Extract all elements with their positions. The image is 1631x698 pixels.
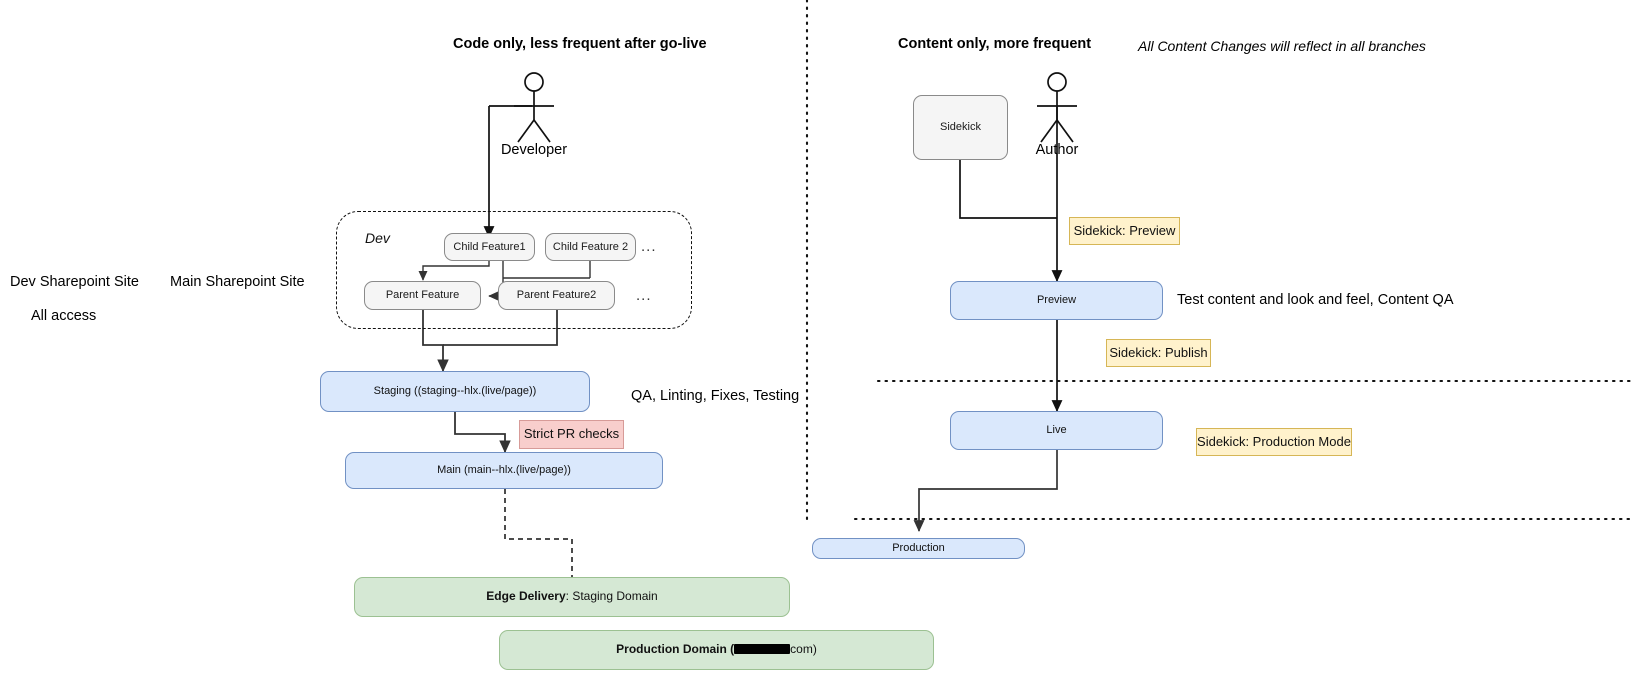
annotation-qa-linting: QA, Linting, Fixes, Testing <box>631 388 800 404</box>
node-live-branch[interactable]: Live <box>950 411 1163 450</box>
annotation-sidekick-preview: Sidekick: Preview <box>1069 217 1180 245</box>
ellipsis-child-features: ... <box>641 238 657 255</box>
production-domain-mid-label: Domain ( <box>679 642 735 657</box>
node-staging-branch[interactable]: Staging ((staging--hlx.(live/page)) <box>320 371 590 412</box>
edge-delivery-rest-label: : Staging Domain <box>565 589 658 604</box>
label-main-sharepoint-site: Main Sharepoint Site <box>170 274 305 290</box>
edge-main-to-edge-delivery <box>504 489 573 577</box>
heading-content-only: Content only, more frequent <box>898 36 1092 52</box>
edge-delivery-bold-label: Edge Delivery <box>486 589 566 604</box>
label-all-access: All access <box>31 308 97 324</box>
node-child-feature-1[interactable]: Child Feature1 <box>444 233 535 261</box>
node-child-feature-2[interactable]: Child Feature 2 <box>545 233 636 261</box>
annotation-strict-pr-checks: Strict PR checks <box>519 420 624 449</box>
node-production-domain[interactable]: Production Domain ( com) <box>499 630 934 670</box>
node-parent-feature-1[interactable]: Parent Feature <box>364 281 481 310</box>
annotation-sidekick-production-mode: Sidekick: Production Mode <box>1196 428 1352 456</box>
production-domain-bold-label: Production <box>616 642 680 657</box>
dev-container <box>336 211 692 329</box>
heading-code-only: Code only, less frequent after go-live <box>453 36 707 52</box>
node-production-branch[interactable]: Production <box>812 538 1025 559</box>
dev-container-label: Dev <box>365 230 390 246</box>
edge-live-to-production <box>913 450 1058 533</box>
edge-sidekick-to-preview-trunk <box>959 160 1057 219</box>
node-edge-delivery-staging-domain[interactable]: Edge Delivery: Staging Domain <box>354 577 790 617</box>
redaction-bar <box>734 644 791 655</box>
note-all-content-changes: All Content Changes will reflect in all … <box>1138 38 1426 54</box>
ellipsis-parent-features: ... <box>636 287 652 304</box>
node-parent-feature-2[interactable]: Parent Feature2 <box>498 281 615 310</box>
node-sidekick[interactable]: Sidekick <box>913 95 1008 160</box>
edge-staging-to-main <box>454 412 511 454</box>
developer-label: Developer <box>500 142 568 158</box>
annotation-sidekick-publish: Sidekick: Publish <box>1106 339 1211 367</box>
annotation-test-content: Test content and look and feel, Content … <box>1177 292 1454 308</box>
production-domain-end-label: com) <box>790 642 817 657</box>
node-main-branch[interactable]: Main (main--hlx.(live/page)) <box>345 452 663 489</box>
developer-stick-figure <box>514 72 554 143</box>
node-preview-branch[interactable]: Preview <box>950 281 1163 320</box>
author-stick-figure <box>1037 72 1077 143</box>
label-dev-sharepoint-site: Dev Sharepoint Site <box>10 274 139 290</box>
author-label: Author <box>1035 142 1079 158</box>
